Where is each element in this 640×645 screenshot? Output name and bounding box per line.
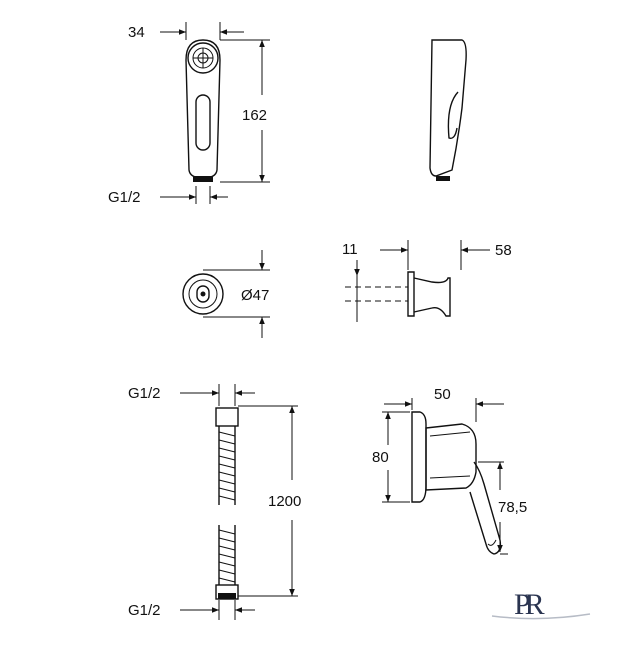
dim-hose-top-thread: G1/2	[128, 385, 161, 402]
valve-width-dimension: 50	[384, 386, 504, 422]
dim-valve-height: 80	[372, 449, 389, 466]
spray-head-front	[185, 39, 221, 182]
valve	[411, 411, 502, 555]
hose-bottom-thread-dimension: G1/2	[128, 600, 255, 620]
spray-head-side	[429, 39, 467, 181]
logo-text: PR	[514, 588, 545, 621]
brand-logo: PR	[491, 588, 591, 621]
dim-holder-length: 58	[495, 242, 512, 259]
spray-thread-dimension: G1/2	[108, 186, 228, 206]
dim-holder-depth: 11	[342, 241, 358, 258]
valve-height-dimension: 80	[372, 411, 410, 503]
spray-height-dimension: 162	[220, 39, 270, 183]
hose-top-thread-dimension: G1/2	[128, 384, 255, 406]
valve-handle-dimension: 78,5	[478, 461, 527, 555]
dim-spray-thread: G1/2	[108, 189, 141, 206]
dim-hose-length: 1200	[268, 493, 301, 510]
spray-width-dimension: 34	[128, 22, 244, 41]
dim-valve-handle: 78,5	[498, 499, 527, 516]
dim-spray-height: 162	[242, 107, 267, 124]
hose-length-dimension: 1200	[238, 405, 301, 597]
dim-valve-width: 50	[434, 386, 451, 403]
dim-holder-diameter: Ø47	[241, 287, 269, 304]
holder-front: Ø47	[182, 250, 270, 338]
dim-hose-bottom-thread: G1/2	[128, 602, 161, 619]
holder-side: 11 58	[342, 240, 512, 322]
hose	[215, 407, 239, 600]
dim-spray-width: 34	[128, 24, 145, 41]
